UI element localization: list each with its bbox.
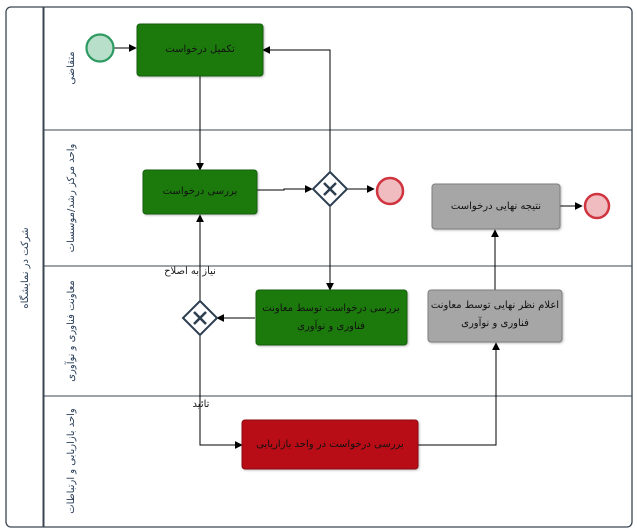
sequence-flows bbox=[114, 44, 583, 449]
flow-label-approved: تائید bbox=[193, 399, 210, 410]
flow-review-to-gateway[interactable] bbox=[257, 185, 313, 193]
lanes: متقاضی واحد مرکز رشد/موسسات معاونت فناور… bbox=[43, 51, 632, 514]
lane-label-growth: واحد مرکز رشد/موسسات bbox=[66, 144, 77, 253]
lane-label-applicant: متقاضی bbox=[66, 51, 77, 84]
flow-label-needs-fix: نیاز به اصلاح bbox=[164, 266, 216, 277]
task-label: نتیجه نهایی درخواست bbox=[451, 201, 541, 212]
task-final-result[interactable]: نتیجه نهایی درخواست bbox=[431, 183, 561, 230]
lane-label-marketing: واحد بازاریابی و ارتباطات bbox=[66, 408, 77, 514]
exclusive-gateway-2[interactable] bbox=[181, 299, 219, 337]
task-announce-final-opinion[interactable]: اعلام نظر نهایی توسط معاونت فناوری و نوآ… bbox=[427, 289, 563, 343]
task-box bbox=[136, 23, 264, 77]
task-label-line1: بررسی درخواست توسط معاونت bbox=[262, 303, 399, 314]
task-review-by-tech[interactable]: بررسی درخواست توسط معاونت فناوری و نوآور… bbox=[255, 289, 408, 346]
task-complete-request[interactable]: تکمیل درخواست bbox=[136, 23, 264, 77]
end-event-final[interactable] bbox=[583, 192, 611, 220]
task-box bbox=[427, 289, 563, 343]
task-label-line1: اعلام نظر نهایی توسط معاونت bbox=[431, 300, 559, 311]
task-label-line2: فناوری و نوآوری bbox=[297, 319, 365, 332]
task-label: بررسی درخواست bbox=[163, 186, 238, 197]
flow-marketing-to-announce[interactable] bbox=[418, 342, 500, 446]
pool: شرکت در نمایشگاه bbox=[5, 6, 633, 528]
flow-gateway-to-complete[interactable] bbox=[262, 46, 331, 172]
task-label: بررسی درخواست در واحد بازاریابی bbox=[256, 439, 404, 450]
lane-label-tech: معاونت فناوری و نوآوری bbox=[64, 280, 77, 382]
start-event[interactable] bbox=[85, 33, 115, 63]
pool-border bbox=[5, 6, 633, 528]
task-box bbox=[241, 419, 419, 470]
task-review-request[interactable]: بررسی درخواست bbox=[142, 169, 258, 215]
end-event-reject[interactable] bbox=[375, 176, 405, 206]
task-box bbox=[255, 289, 408, 346]
task-label-line2: فناوری و نوآوری bbox=[461, 316, 529, 329]
gateway-x-icon bbox=[323, 182, 337, 196]
task-label: تکمیل درخواست bbox=[165, 44, 235, 55]
flow-gateway2-approved[interactable] bbox=[199, 335, 243, 449]
task-box bbox=[431, 183, 561, 230]
task-box bbox=[142, 169, 258, 215]
task-marketing-review[interactable]: بررسی درخواست در واحد بازاریابی bbox=[241, 419, 419, 470]
gateway-x-icon bbox=[193, 311, 207, 325]
exclusive-gateway-1[interactable] bbox=[311, 170, 349, 208]
pool-label: شرکت در نمایشگاه bbox=[19, 227, 31, 308]
